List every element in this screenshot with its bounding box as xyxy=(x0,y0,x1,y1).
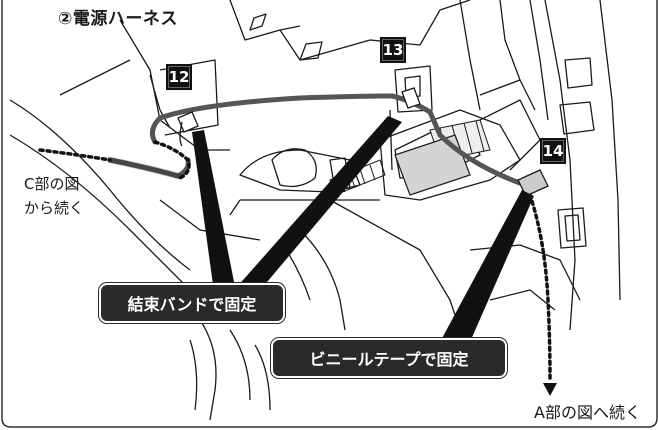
cable-tie-pointer-2 xyxy=(236,116,402,288)
route-to-a-dotted xyxy=(528,193,552,380)
from-c-label: C部の図 から続く xyxy=(24,172,84,220)
to-a-label: A部の図へ続く xyxy=(534,403,641,422)
vinyl-tape-pointer xyxy=(440,190,534,342)
cable-tie-callout: 結束バンドで固定 xyxy=(99,283,285,323)
down-arrow-icon xyxy=(543,383,557,396)
marker-13: 13 xyxy=(380,37,406,63)
cable-tie-pointer xyxy=(192,130,236,292)
clip-13 xyxy=(401,87,421,109)
marker-12: 12 xyxy=(166,64,192,90)
clip-12 xyxy=(177,111,199,133)
from-c-label-line2: から続く xyxy=(24,199,85,217)
vinyl-tape-wrap xyxy=(394,134,471,196)
vinyl-tape-callout: ビニールテープで固定 xyxy=(271,338,507,378)
from-c-label-line1: C部の図 xyxy=(24,175,80,193)
marker-14: 14 xyxy=(540,138,566,164)
diagram-title: ②電源ハーネス xyxy=(58,9,178,29)
route-from-c-dotted xyxy=(38,140,191,180)
